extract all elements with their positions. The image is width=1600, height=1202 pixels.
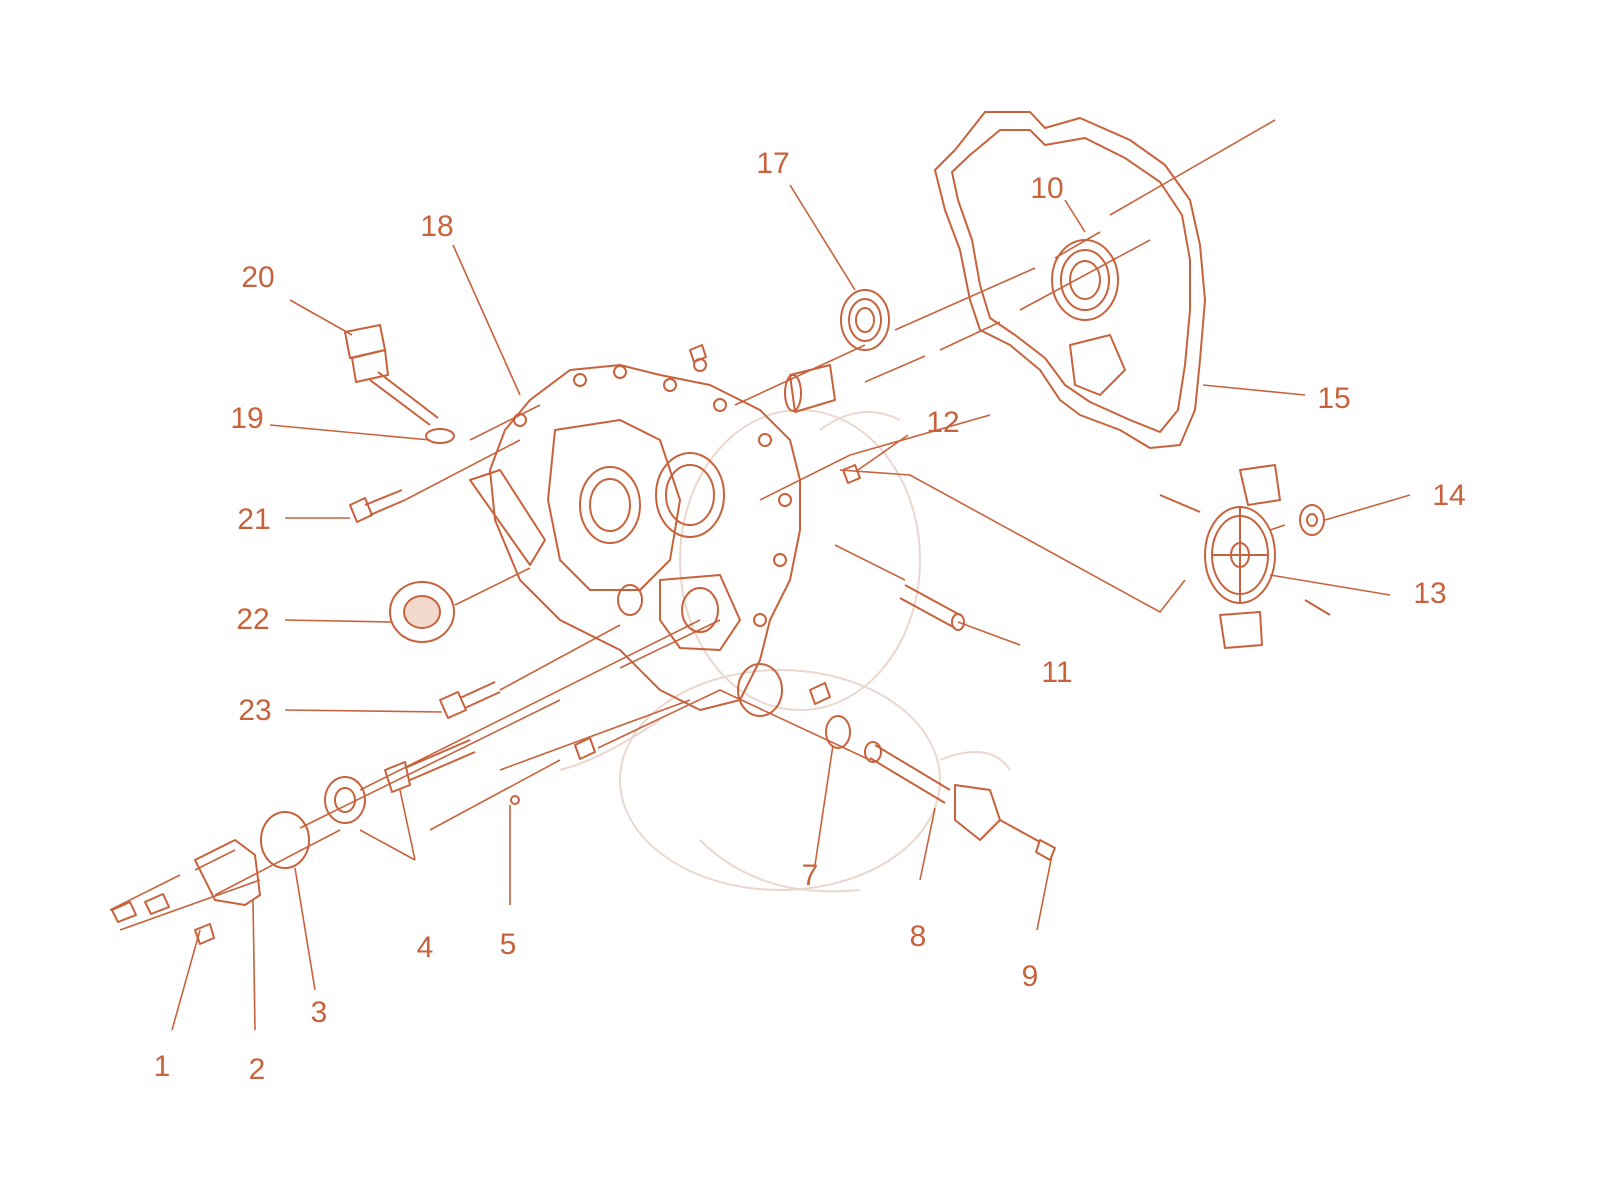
callout-13: 13 xyxy=(1413,577,1447,610)
callout-2: 2 xyxy=(248,1053,266,1086)
bolt-21-part xyxy=(349,489,406,523)
callout-5: 5 xyxy=(499,928,517,961)
callout-21: 21 xyxy=(237,503,271,536)
callout-1: 1 xyxy=(153,1050,171,1083)
callout-23: 23 xyxy=(238,694,272,727)
callout-22: 22 xyxy=(236,603,270,636)
callout-19: 19 xyxy=(230,402,264,435)
callout-17: 17 xyxy=(756,147,790,180)
callout-14: 14 xyxy=(1432,479,1466,512)
callout-8: 8 xyxy=(909,920,927,953)
callout-3: 3 xyxy=(310,996,328,1029)
gasket-part xyxy=(934,111,1206,449)
leader-lines xyxy=(171,184,1411,1031)
cover-plate-part xyxy=(111,739,520,945)
callout-10: 10 xyxy=(1030,172,1064,205)
pin-parts xyxy=(574,344,861,760)
callout-11: 11 xyxy=(1041,656,1073,689)
callout-12: 12 xyxy=(926,406,960,439)
sensor-20-part xyxy=(344,324,455,444)
bushing-part xyxy=(784,364,836,413)
shaft-11-part xyxy=(899,584,965,631)
seal-22-part xyxy=(389,581,455,643)
callout-20: 20 xyxy=(241,261,275,294)
bearing-10-part xyxy=(1051,239,1119,321)
callout-18: 18 xyxy=(420,210,454,243)
bolt-23-part xyxy=(439,681,501,719)
shaft-8-part xyxy=(825,715,1056,861)
callout-9: 9 xyxy=(1021,960,1039,993)
housing-part xyxy=(469,358,801,717)
callout-7: 7 xyxy=(801,859,819,892)
bearing-17-part xyxy=(840,289,890,351)
gear-13-part xyxy=(1159,464,1331,649)
axis-lines xyxy=(109,119,1286,931)
watermark-figure xyxy=(559,409,1011,893)
callout-4: 4 xyxy=(416,931,434,964)
callout-15: 15 xyxy=(1317,382,1351,415)
